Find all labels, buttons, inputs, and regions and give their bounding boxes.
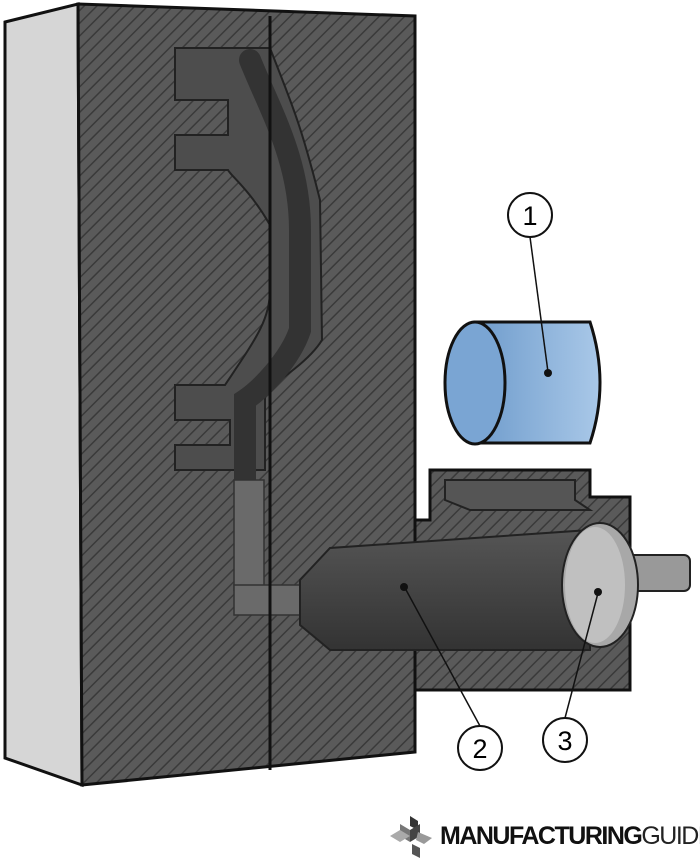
cubes-logo-icon [390,816,432,858]
label-1: 1 [507,192,553,238]
logo-text-bold: MANUFACTURING [440,821,643,850]
mold-side-face [3,2,84,788]
logo-text-light: GUIDE [641,821,700,850]
billet [473,320,602,445]
pour-opening [444,479,594,511]
manufacturing-guide-logo: MANUFACTURINGGUIDE [388,814,700,858]
shot-chamber [299,528,591,651]
runner-vertical [233,479,265,591]
label-3: 3 [542,717,588,763]
svg-text:1: 1 [522,201,537,231]
svg-text:3: 3 [557,726,572,756]
label-2: 2 [457,725,503,771]
svg-text:2: 2 [472,734,487,764]
